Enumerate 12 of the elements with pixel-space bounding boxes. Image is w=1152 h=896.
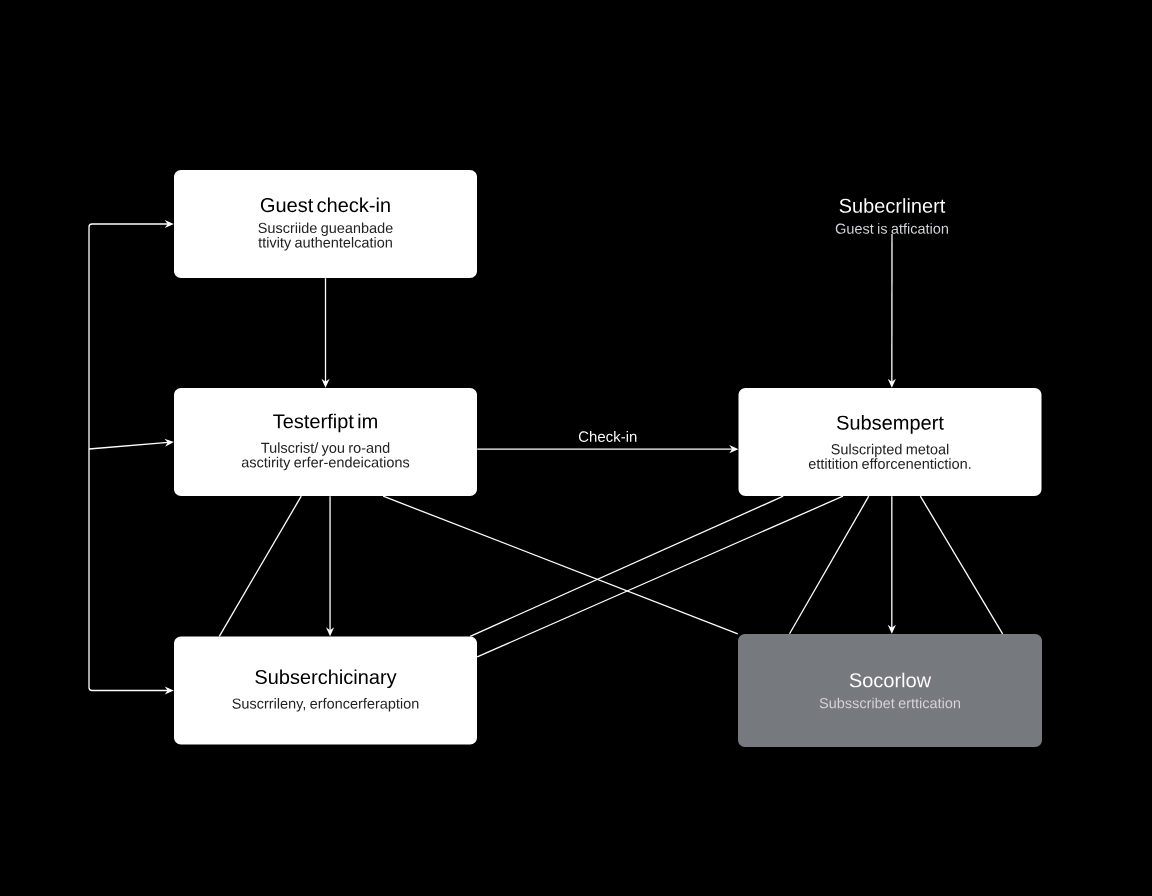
process-box: Guest check-in Suscriide gueanbade ttivity authentelcation xyxy=(174,170,477,278)
process-box: Subserchicinary Suscrrileny, erfoncerferaption xyxy=(174,636,477,745)
connector-line xyxy=(788,495,870,635)
connector-line xyxy=(218,495,302,637)
process-box: Testerfipt im Tulscrist/ you ro-and asctirity erfer-endeications xyxy=(174,388,477,496)
process-box: Socorlow Subsscribet erttication xyxy=(738,634,1042,747)
connector-line xyxy=(919,495,1004,635)
connector-line xyxy=(476,495,844,658)
process-box: Subsempert Sulscripted metoal ettitition efforcenentiction. xyxy=(738,388,1042,496)
step-label: Subecrlinert Guest is atfication xyxy=(835,198,948,234)
connector-line xyxy=(382,495,739,635)
connector-line xyxy=(469,495,784,637)
